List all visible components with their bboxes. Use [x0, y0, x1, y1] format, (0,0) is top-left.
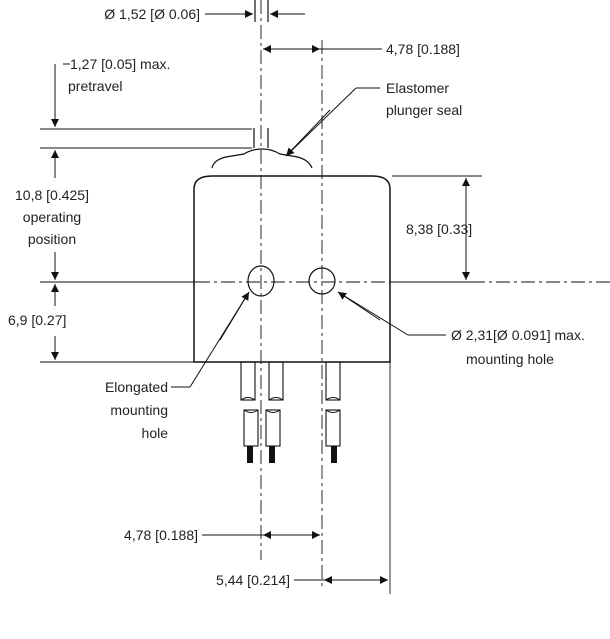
label-elongated-1: Elongated	[104, 379, 168, 395]
label-elongated-2: mounting	[110, 402, 168, 418]
terminal-tips	[247, 446, 337, 463]
label-operating-1: 10,8 [0.425]	[15, 187, 89, 203]
label-pretravel-2: pretravel	[68, 78, 123, 94]
label-seal-1: Elastomer	[386, 80, 450, 96]
label-seal-2: plunger seal	[386, 102, 463, 118]
plunger-pin	[253, 0, 269, 148]
terminal-breaks	[240, 397, 341, 413]
arrow-hole-callout	[337, 291, 381, 321]
arrow-elongated-callout	[219, 291, 250, 341]
switch-body	[193, 175, 391, 363]
label-top-spacing: 4,78 [0.188]	[386, 41, 460, 57]
elastomer-seal	[211, 148, 313, 169]
extension-lines	[40, 128, 482, 594]
label-bottom-spacing-1: 4,78 [0.188]	[124, 527, 198, 543]
label-pin-diameter: Ø 1,52 [Ø 0.06]	[104, 6, 200, 22]
label-bottom-spacing-2: 5,44 [0.214]	[216, 572, 290, 588]
label-height-upper: 8,38 [0.33]	[406, 221, 473, 237]
label-height-lower: 6,9 [0.27]	[8, 312, 67, 328]
label-operating-3: position	[27, 231, 77, 247]
label-pretravel-1: 1,27 [0.05] max.	[70, 56, 171, 72]
mounting-holes	[247, 265, 336, 297]
label-elongated-3: hole	[141, 425, 168, 441]
label-hole-diameter-2: mounting hole	[466, 351, 554, 367]
label-operating-2: operating	[22, 209, 82, 225]
terminals-upper	[240, 361, 341, 401]
label-hole-diameter-1: Ø 2,31[Ø 0.091] max.	[451, 327, 585, 343]
terminals-lower	[243, 409, 341, 447]
centerlines	[46, 0, 610, 590]
arrow-seal-callout	[285, 109, 331, 157]
